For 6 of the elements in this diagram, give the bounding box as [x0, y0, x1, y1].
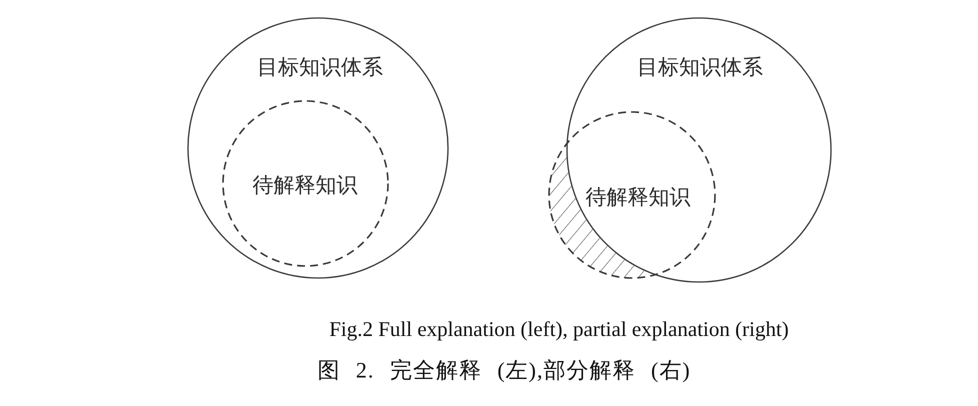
circle-label: 目标知识体系	[257, 54, 383, 80]
figure-caption: Fig.2 Full explanation (left), partial explanation (right)	[329, 316, 789, 342]
figure-caption: 图 2. 完全解释 (左),部分解释 (右)	[317, 357, 691, 383]
circle-label: 目标知识体系	[637, 54, 763, 80]
circle-label: 待解释知识	[252, 172, 358, 198]
circle-label: 待解释知识	[586, 184, 690, 210]
